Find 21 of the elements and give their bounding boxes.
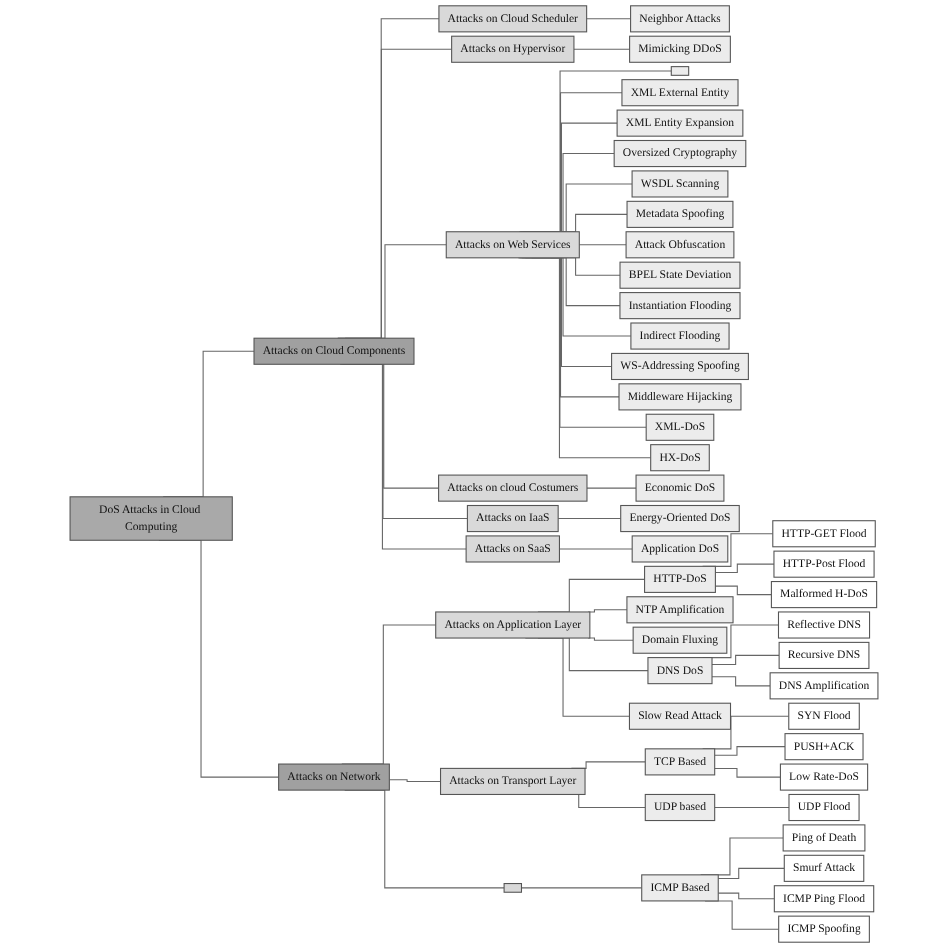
node-box — [670, 66, 690, 76]
connector — [558, 548, 633, 550]
connector — [711, 654, 780, 666]
connector — [714, 768, 781, 778]
connector — [578, 244, 627, 246]
connector — [714, 746, 786, 756]
connector — [586, 487, 637, 489]
connector — [714, 585, 772, 596]
connector — [714, 806, 790, 809]
connector — [587, 637, 634, 641]
node-box — [503, 883, 523, 893]
connector — [557, 518, 622, 520]
connector — [573, 48, 631, 50]
connector — [586, 18, 632, 20]
connector — [717, 867, 785, 879]
connector — [717, 892, 775, 900]
connector — [711, 676, 771, 687]
connector — [714, 563, 775, 574]
connector — [520, 887, 643, 889]
connector — [388, 779, 442, 782]
connector — [587, 609, 628, 613]
